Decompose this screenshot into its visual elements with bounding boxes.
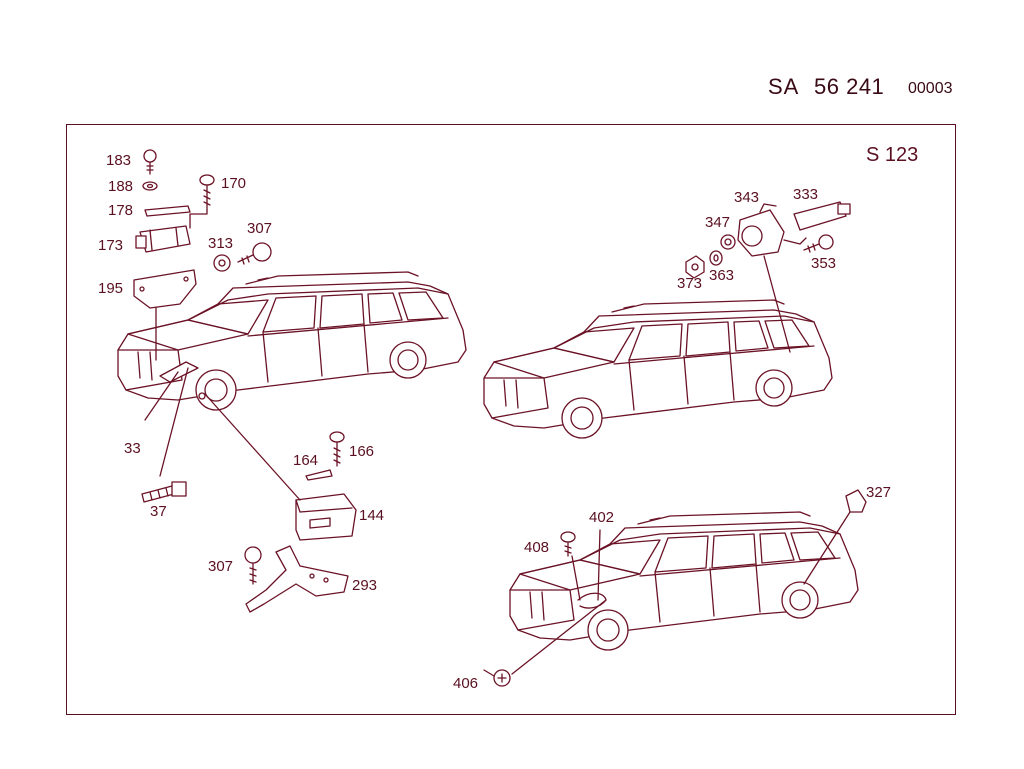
part-173-switch xyxy=(135,225,191,253)
callout-373: 373 xyxy=(677,275,702,292)
callout-307-lower: 307 xyxy=(208,558,233,575)
part-333-bulb xyxy=(783,201,851,245)
callout-343: 343 xyxy=(734,189,759,206)
part-178-plate xyxy=(144,205,191,217)
callout-144: 144 xyxy=(359,507,384,524)
callout-37: 37 xyxy=(150,503,167,520)
part-343-socket xyxy=(737,203,791,353)
part-293-bracket xyxy=(245,545,349,613)
part-307-screw-lower xyxy=(244,546,262,585)
part-170-screw xyxy=(189,174,215,229)
part-373-nut xyxy=(685,255,705,279)
part-347-grommet xyxy=(720,234,736,250)
part-406-clip xyxy=(483,669,511,687)
part-353-screw xyxy=(803,234,834,253)
header-code: SA xyxy=(768,74,800,99)
part-313-washer xyxy=(213,254,231,272)
callout-188: 188 xyxy=(108,178,133,195)
part-327-bulb xyxy=(803,489,867,585)
part-188-washer xyxy=(142,181,158,191)
header-number: 56 241 xyxy=(814,74,885,99)
part-144-relay-box xyxy=(198,392,357,541)
callout-307-upper: 307 xyxy=(247,220,272,237)
callout-293: 293 xyxy=(352,577,377,594)
car-right-top xyxy=(483,299,833,439)
part-37-bolt xyxy=(141,481,187,503)
model-label: S 123 xyxy=(866,144,919,166)
callout-333: 333 xyxy=(793,186,818,203)
callout-173: 173 xyxy=(98,237,123,254)
callout-164: 164 xyxy=(293,452,318,469)
callout-195: 195 xyxy=(98,280,123,297)
callout-33: 33 xyxy=(124,440,141,457)
callout-402: 402 xyxy=(589,509,614,526)
diagram-frame xyxy=(66,124,956,715)
part-195-bracket xyxy=(133,269,197,361)
header-sheet: 00003 xyxy=(908,80,953,97)
part-307-screw-upper xyxy=(237,242,272,265)
part-33-hood-line xyxy=(144,361,199,477)
callout-183: 183 xyxy=(106,152,131,169)
callout-313: 313 xyxy=(208,235,233,252)
part-402-seal xyxy=(511,529,607,675)
callout-327: 327 xyxy=(866,484,891,501)
callout-347: 347 xyxy=(705,214,730,231)
callout-170: 170 xyxy=(221,175,246,192)
callout-363: 363 xyxy=(709,267,734,284)
part-164-clip xyxy=(305,469,333,481)
callout-353: 353 xyxy=(811,255,836,272)
callout-178: 178 xyxy=(108,202,133,219)
callout-408: 408 xyxy=(524,539,549,556)
part-166-screw xyxy=(329,431,345,467)
part-408-screw xyxy=(560,531,581,601)
part-183-screw xyxy=(143,149,157,175)
callout-166: 166 xyxy=(349,443,374,460)
part-363-washer xyxy=(709,250,723,266)
callout-406: 406 xyxy=(453,675,478,692)
